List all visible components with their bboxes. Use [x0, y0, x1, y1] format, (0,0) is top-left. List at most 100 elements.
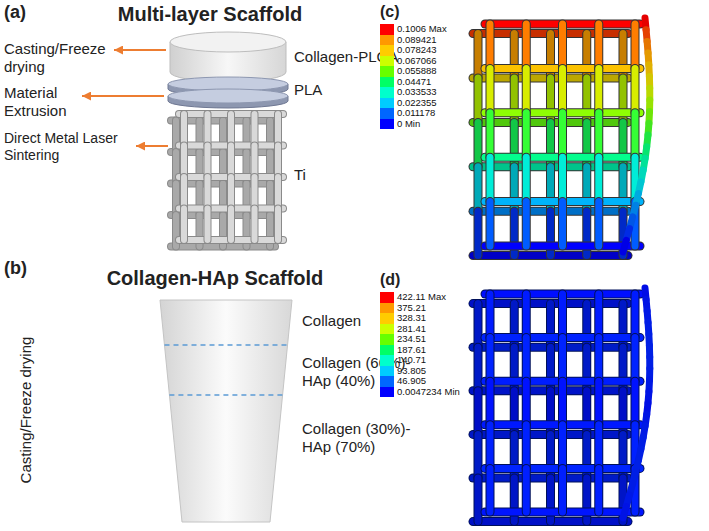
process-label: Material Extrusion: [4, 84, 80, 120]
strut-outline: [631, 294, 640, 338]
displacement-lattice: [473, 18, 650, 256]
colorbar-swatch: [380, 313, 394, 324]
strut-outline: [631, 338, 640, 382]
process-arrow: [114, 49, 166, 51]
strut: [475, 122, 482, 166]
colorbar-row: 187.61: [380, 345, 426, 356]
strut: [181, 114, 187, 146]
strut-outline: [558, 338, 567, 382]
layer-label: PLA: [294, 81, 322, 99]
strut: [559, 294, 566, 338]
strut-outline: [204, 146, 212, 178]
strut-outline: [522, 157, 531, 201]
colorbar-swatch: [380, 98, 394, 109]
strut-outline: [204, 209, 212, 241]
strut: [228, 146, 234, 178]
strut-outline: [594, 338, 603, 382]
strut: [252, 146, 258, 178]
colorbar-row: 0 Min: [380, 119, 420, 130]
strut-outline: [522, 24, 531, 68]
colorbar-row: 0.067066: [380, 56, 437, 67]
strut-outline: [558, 294, 567, 338]
colorbar-swatch: [380, 66, 394, 77]
colorbar-value: 375.21: [397, 303, 426, 314]
strut: [487, 24, 494, 68]
strut: [252, 114, 258, 146]
colorbar-row: 0.078243: [380, 45, 437, 56]
colorbar-swatch: [380, 324, 394, 335]
colorbar-swatch: [380, 45, 394, 56]
strut-outline: [204, 114, 212, 146]
process-arrow: [82, 95, 164, 97]
strut-outline: [474, 167, 483, 211]
strut-outline: [227, 209, 235, 241]
strut: [275, 177, 281, 209]
strut-outline: [486, 113, 495, 157]
strut: [228, 209, 234, 241]
strut: [523, 24, 530, 68]
strut: [487, 381, 494, 425]
strut: [595, 68, 602, 112]
strut-outline: [594, 381, 603, 425]
colorbar-value: 0.0047234 Min: [397, 387, 460, 398]
strut-outline: [594, 294, 603, 338]
strut-outline: [631, 24, 640, 68]
colorbar-value: 0.055888: [397, 66, 437, 77]
strut-outline: [474, 122, 483, 166]
strut-outline: [486, 338, 495, 382]
strut-outline: [558, 157, 567, 201]
strut-outline: [474, 211, 483, 255]
colorbar-row: 0.04471: [380, 77, 431, 88]
strut: [181, 146, 187, 178]
strut-outline: [558, 68, 567, 112]
strut: [487, 425, 494, 469]
strut: [523, 338, 530, 382]
strut: [205, 146, 211, 178]
strut-outline: [251, 114, 259, 146]
pla-disc-top: [168, 89, 288, 103]
strut: [559, 157, 566, 201]
colorbar-row: 0.055888: [380, 66, 437, 77]
colorbar-swatch: [380, 87, 394, 98]
colorbar-swatch: [380, 303, 394, 314]
strut: [475, 167, 482, 211]
shell-edge: [623, 240, 626, 252]
strut-outline: [522, 468, 531, 512]
strut: [632, 294, 639, 338]
strut-outline: [558, 425, 567, 469]
strut-outline: [631, 68, 640, 112]
colorbar-row: 281.41: [380, 324, 426, 335]
strut-outline: [522, 68, 531, 112]
colorbar-row: 234.51: [380, 334, 426, 345]
colorbar-swatch: [380, 334, 394, 345]
panel-letter: (c): [380, 2, 400, 21]
strut: [559, 202, 566, 246]
colorbar-value: 0.022355: [397, 98, 437, 109]
strut: [487, 113, 494, 157]
strut: [275, 146, 281, 178]
shell-edge: [623, 507, 626, 519]
ti-lattice: [171, 114, 283, 246]
colorbar-swatch: [380, 366, 394, 377]
strut-outline: [522, 338, 531, 382]
stress-lattice: [473, 288, 650, 522]
strut: [475, 304, 482, 348]
strut-outline: [594, 202, 603, 246]
colorbar-row: 140.71: [380, 355, 426, 366]
strut-outline: [594, 425, 603, 469]
colorbar-row: 328.31: [380, 313, 426, 324]
collagen-plga-top: [170, 32, 286, 52]
panel-title: Multi-layer Scaffold: [80, 2, 340, 26]
strut: [523, 157, 530, 201]
strut: [595, 381, 602, 425]
strut: [205, 209, 211, 241]
strut-outline: [180, 146, 188, 178]
process-label: Casting/Freeze drying: [17, 310, 35, 510]
strut: [475, 434, 482, 478]
colorbar-value: 281.41: [397, 324, 426, 335]
panel-letter: (b): [4, 258, 27, 280]
strut-outline: [486, 202, 495, 246]
strut-outline: [251, 146, 259, 178]
colorbar-value: 140.71: [397, 355, 426, 366]
